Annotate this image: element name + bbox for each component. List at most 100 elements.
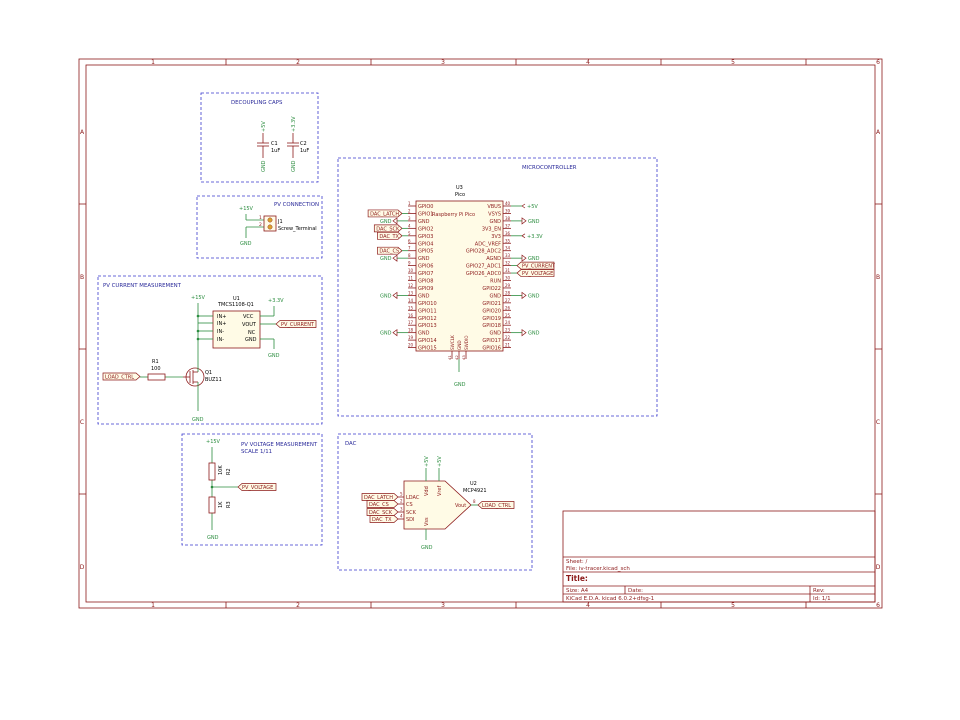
u3-ref: U3 xyxy=(456,185,463,191)
dac-cs-label: DAC_CS xyxy=(369,502,389,508)
group-subtitle-scale: SCALE 1/11 xyxy=(241,449,272,455)
pv-voltage-net-label[interactable]: PV_VOLTAGE xyxy=(237,483,277,492)
r3-value: 1K xyxy=(218,501,224,508)
u2-vref-name: Vref xyxy=(437,486,443,496)
u1-value: TMCS1108-Q1 xyxy=(217,302,254,308)
mcu-pin-name: ADC_VREF xyxy=(475,241,501,247)
mcu-pin-number: 7 xyxy=(408,246,411,251)
dac-latch-label: DAC_LATCH xyxy=(364,495,393,501)
mcu-pin-name: GND xyxy=(490,293,502,299)
c2-ref: C2 xyxy=(300,141,307,147)
mcu-pin-number: 29 xyxy=(505,283,511,288)
mcu-pin-name: GPIO9 xyxy=(418,286,433,292)
gnd-symbol xyxy=(392,217,398,225)
mcu-net-label-text: DAC_CS xyxy=(379,249,399,255)
mcu-pin-number: 1 xyxy=(408,201,411,206)
mcu-pin-number: 32 xyxy=(505,261,511,266)
j1-ref: J1 xyxy=(277,219,283,225)
mcu-pin-number: 25 xyxy=(505,313,511,318)
u1-pin-left: IN- xyxy=(217,329,224,335)
mcu-pin-number: 9 xyxy=(408,261,411,266)
dac-output-label[interactable]: LOAD_CTRL xyxy=(477,501,515,510)
group-title-microcontroller: MICROCONTROLLER xyxy=(522,165,577,171)
pico-u3[interactable]: U3 Pico Raspberry Pi Pico 1GPIO02GPIO1DA… xyxy=(367,185,556,388)
mcu-pin-name: GPIO5 xyxy=(418,249,433,255)
frame-labels: 1 2 3 4 5 6 1 2 3 4 5 6 A B C D A B C D xyxy=(80,59,881,609)
divider-gnd-label: GND xyxy=(207,535,219,541)
u2-pin-number: 2 xyxy=(400,499,403,504)
group-box-dac xyxy=(337,433,533,571)
mcu-net-label[interactable] xyxy=(516,261,555,270)
u2-vref-power: +5V xyxy=(437,456,443,467)
mcu-net-label[interactable] xyxy=(367,209,403,218)
mcu-gnd-label: GND xyxy=(528,219,540,225)
q1-value: BUZ11 xyxy=(205,377,222,383)
mcu-net-label[interactable] xyxy=(373,224,403,233)
group-title-pv-current: PV CURRENT MEASUREMENT xyxy=(103,283,182,289)
mcu-net-label-text: PV_CURRENT xyxy=(522,264,556,270)
u2-vss-name: Vss xyxy=(424,517,430,526)
col-label: 5 xyxy=(731,602,735,609)
sheet-frame xyxy=(78,58,883,609)
mcu-pin-number: 21 xyxy=(505,343,511,348)
mcu-net-label[interactable] xyxy=(516,269,555,277)
mcu-net-label[interactable] xyxy=(377,231,403,240)
u2-vout-number: 8 xyxy=(473,499,476,504)
mcu-pin-name: 3V3 xyxy=(491,234,501,240)
voltage-divider[interactable]: +15V GND 10K R2 1K R3 xyxy=(206,439,238,541)
capacitor-c2[interactable]: +3.3V GND C2 1uF xyxy=(287,116,309,172)
mcu-gnd-label: GND xyxy=(528,331,540,337)
j1-power-label: +15V xyxy=(239,206,254,212)
u2-vdd-name: Vdd xyxy=(424,486,430,496)
dac-sck-label: DAC_SCK xyxy=(369,510,393,516)
mcu-net-label[interactable] xyxy=(377,246,403,255)
title-field: Title: xyxy=(566,574,588,583)
mcu-pin-name: GND xyxy=(490,331,502,337)
mcu-net-label-text: DAC_SCK xyxy=(376,226,400,232)
current-sensor-u1[interactable]: IN+ IN+ IN- IN- VCC VOUT NC GND U1 TMCS1… xyxy=(191,295,284,362)
mcu-pin-name: AGND xyxy=(486,256,501,262)
mcu-pin-name: GPIO26_ADC0 xyxy=(466,271,501,277)
mcu-pin-number: 34 xyxy=(505,246,511,251)
screw-terminal-j1[interactable]: 1 2 +15V GND J1 Screw_Terminal xyxy=(239,206,317,247)
mcu-pin-number: 5 xyxy=(408,231,411,236)
resistor-r2 xyxy=(208,462,216,481)
j1-gnd-label: GND xyxy=(240,241,252,247)
j1-value: Screw_Terminal xyxy=(278,226,317,232)
mcu-pin-number: 10 xyxy=(408,268,414,273)
u3-bottom-pin-number: 42 xyxy=(454,355,459,360)
j1-pin2-number: 2 xyxy=(259,222,262,228)
mcu-pin-number: 35 xyxy=(505,238,511,243)
row-label: A xyxy=(876,129,881,136)
u1-gnd-label: GND xyxy=(268,353,280,359)
mcu-gnd-label: GND xyxy=(380,256,392,262)
mcu-pin-number: 4 xyxy=(408,223,411,228)
u3-bottom-pin-number: 43 xyxy=(461,355,466,360)
mosfet-q1[interactable]: Q1 BUZ11 GND xyxy=(183,362,222,423)
row-label: A xyxy=(80,129,85,136)
gnd-symbol xyxy=(521,291,527,300)
mcu-net-label-text: DAC_TX xyxy=(379,234,399,240)
capacitor-c1[interactable]: +5V GND C1 1uF xyxy=(257,121,280,172)
col-label: 6 xyxy=(876,602,880,609)
group-box-pv-voltage xyxy=(181,433,323,546)
load-ctrl-input-label[interactable]: LOAD_CTRL xyxy=(102,372,141,381)
mcu-net-label-text: DAC_LATCH xyxy=(370,211,399,217)
pv-current-net-label[interactable]: PV_CURRENT xyxy=(275,320,317,329)
mcu-pin-name: GPIO8 xyxy=(418,279,433,285)
mcu-gnd-label: GND xyxy=(380,219,392,225)
mcu-pin-number: 14 xyxy=(408,298,414,303)
mcu-pin-name: GPIO2 xyxy=(418,226,433,232)
col-label: 5 xyxy=(731,59,735,66)
r2-ref: R2 xyxy=(226,468,232,475)
u2-pin-number: 4 xyxy=(400,514,403,519)
resistor-r1[interactable]: R1 100 xyxy=(140,359,183,381)
c1-ref: C1 xyxy=(271,141,278,147)
u3-bottom-pin: SWDIO xyxy=(464,335,469,350)
mcu-pin-name: GPIO3 xyxy=(418,234,433,240)
dac-u2[interactable]: LDAC CS SCK SDI Vout Vdd Vref Vss 5 2 3 … xyxy=(398,456,487,551)
dac-input-labels[interactable]: DAC_LATCH DAC_CS DAC_SCK DAC_TX xyxy=(361,493,399,524)
row-label: D xyxy=(876,564,881,571)
col-label: 4 xyxy=(586,602,590,609)
mcu-pin-name: GPIO28_ADC2 xyxy=(466,249,501,255)
